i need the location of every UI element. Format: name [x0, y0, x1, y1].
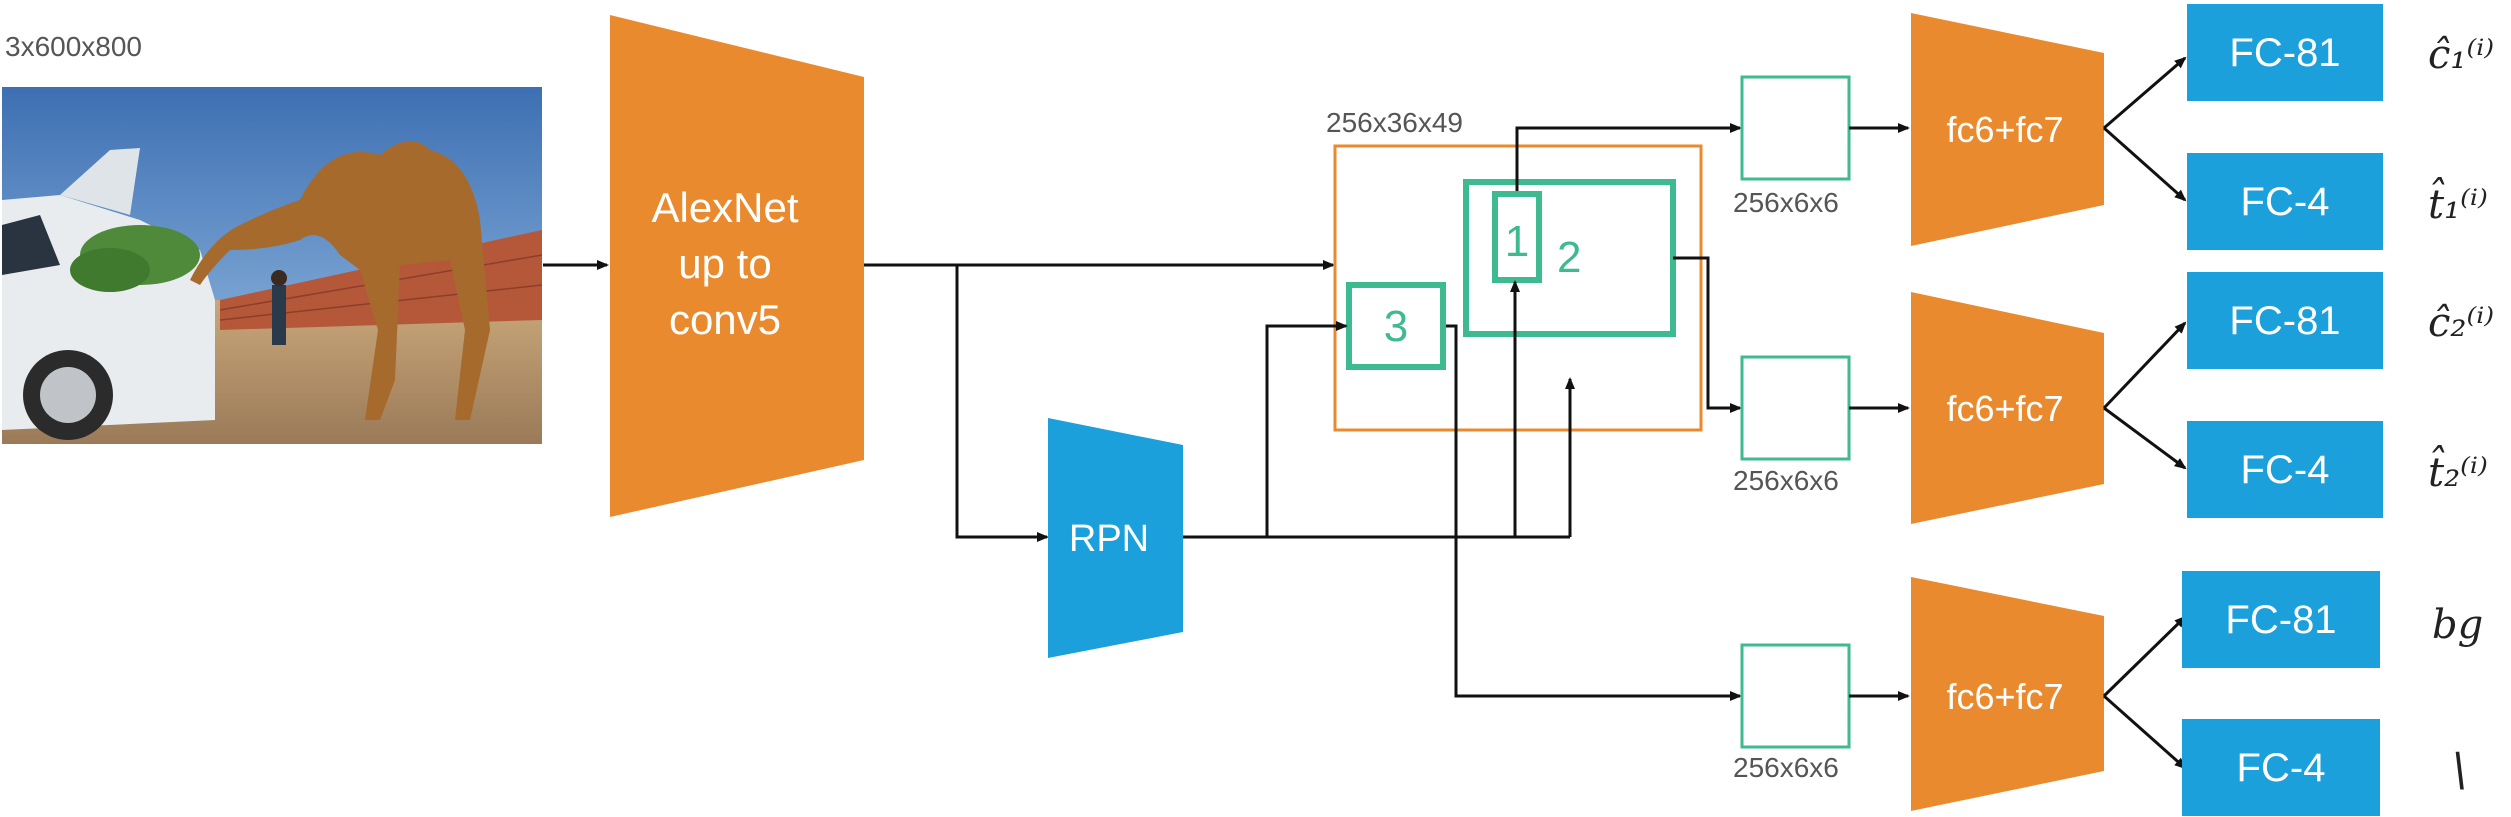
- class-output-label: ĉ₁⁽ⁱ⁾: [2428, 32, 2494, 78]
- roi-pool-box: [1740, 355, 1851, 461]
- rpn-block: [1048, 418, 1183, 658]
- fc-4-head: [2187, 421, 2383, 518]
- input-size-label: 3x600x800: [5, 31, 142, 62]
- box-output-label: t̂₁⁽ⁱ⁾: [2428, 178, 2488, 228]
- fc-label: fc6+fc7: [1946, 676, 2063, 717]
- fc-4-label: FC-4: [2241, 448, 2330, 492]
- alexnet-backbone: [610, 15, 864, 517]
- input-photo: [2, 87, 543, 444]
- roi-pool-box: [1740, 75, 1851, 181]
- backbone-label-line2: up to: [678, 240, 771, 287]
- roi-pool-size-label: 256x6x6: [1733, 187, 1839, 218]
- branch-1: 256x6x6 fc6+fc7 FC-81 FC-4 ĉ₁⁽ⁱ⁾ t̂₁⁽ⁱ⁾: [1733, 4, 2494, 250]
- fc-4-head: [2187, 153, 2383, 250]
- proposal-2-label: 2: [1557, 233, 1581, 282]
- fc-81-head: [2187, 272, 2383, 369]
- fc-81-label: FC-81: [2229, 31, 2340, 75]
- fc-label: fc6+fc7: [1946, 388, 2063, 429]
- fc-4-label: FC-4: [2241, 180, 2330, 224]
- rpn-label: RPN: [1069, 518, 1149, 560]
- fc6-fc7-block: [1911, 292, 2104, 524]
- backbone-label-line3: conv5: [669, 296, 781, 343]
- proposal-3-box: [1346, 282, 1446, 370]
- branch-3: 256x6x6 fc6+fc7 FC-81 FC-4 bg \: [1733, 571, 2483, 816]
- class-output-label: ĉ₂⁽ⁱ⁾: [2428, 300, 2494, 346]
- fc-81-label: FC-81: [2225, 598, 2336, 642]
- fc-81-head: [2187, 4, 2383, 101]
- feature-map-size-label: 256x36x49: [1326, 107, 1463, 138]
- box-output-label: t̂₂⁽ⁱ⁾: [2428, 446, 2488, 496]
- proposal-3-label: 3: [1384, 302, 1408, 351]
- fc-4-label: FC-4: [2237, 746, 2326, 790]
- fc-81-head: [2182, 571, 2380, 668]
- fc-label: fc6+fc7: [1946, 109, 2063, 150]
- fc-4-head: [2182, 719, 2380, 816]
- roi-pool-size-label: 256x6x6: [1733, 752, 1839, 783]
- fc-81-label: FC-81: [2229, 299, 2340, 343]
- no-box-output-label: \: [2452, 742, 2468, 796]
- fc6-fc7-block: [1911, 577, 2104, 811]
- backbone-label-line1: AlexNet: [651, 184, 798, 231]
- branch-2: 256x6x6 fc6+fc7 FC-81 FC-4 ĉ₂⁽ⁱ⁾ t̂₂⁽ⁱ⁾: [1733, 272, 2494, 524]
- background-output-label: bg: [2432, 602, 2483, 648]
- roi-pool-box: [1740, 643, 1851, 749]
- fc6-fc7-block: [1911, 13, 2104, 246]
- proposal-1-label: 1: [1505, 217, 1529, 266]
- roi-pool-size-label: 256x6x6: [1733, 465, 1839, 496]
